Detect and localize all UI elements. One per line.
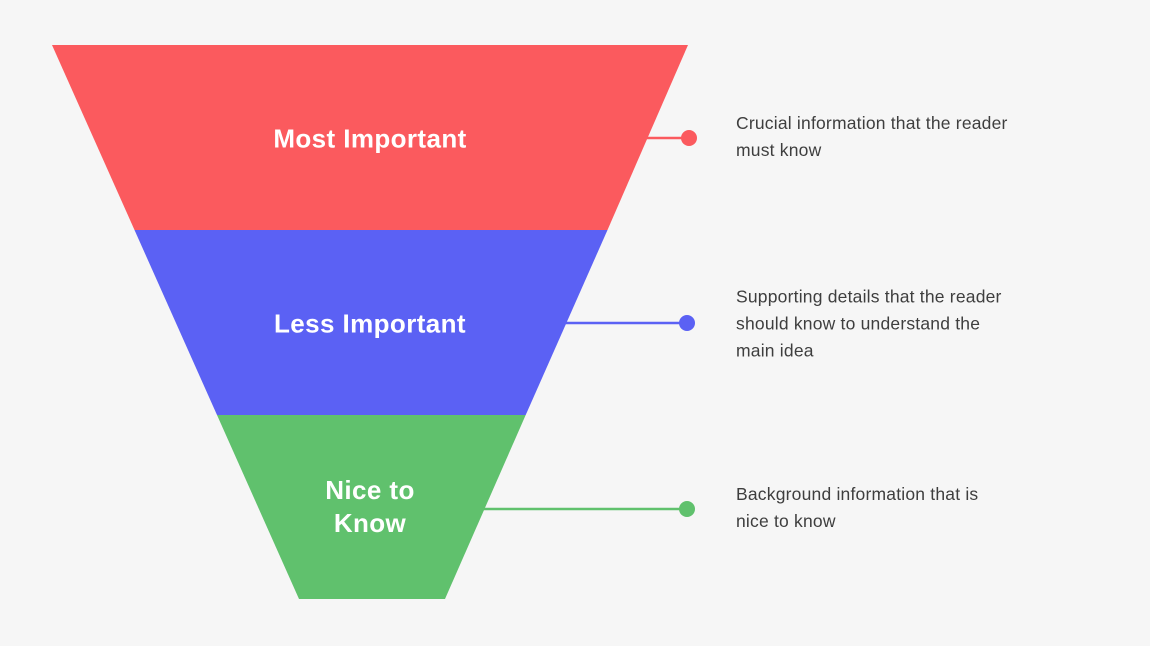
annotation-nice-to-know: Background information that is nice to k… — [736, 481, 1116, 535]
connector-dot-less-important-icon — [679, 315, 695, 331]
annotation-line: Supporting details that the reader — [736, 286, 1002, 307]
funnel-label-most-important: Most Important — [273, 123, 467, 154]
funnel-segment-nice-to-know — [217, 415, 526, 599]
annotation-line: main idea — [736, 340, 814, 361]
annotation-line: Background information that is — [736, 484, 979, 504]
annotation-line: should know to understand the — [736, 313, 981, 334]
annotation-line: Crucial information that the reader — [736, 113, 1008, 133]
connector-dot-most-important-icon — [681, 130, 697, 146]
funnel-label-less-important: Less Important — [274, 308, 466, 339]
connector-dot-nice-to-know-icon — [679, 501, 695, 517]
annotation-line: nice to know — [736, 511, 836, 531]
funnel-label-nice-to-know: Nice to Know — [325, 475, 415, 538]
annotation-line: must know — [736, 140, 822, 160]
funnel-segment-most-important — [52, 45, 688, 230]
annotation-less-important: Supporting details that the reader shoul… — [736, 284, 1116, 365]
annotation-most-important: Crucial information that the reader must… — [736, 110, 1116, 164]
funnel-segment-less-important — [134, 230, 608, 415]
